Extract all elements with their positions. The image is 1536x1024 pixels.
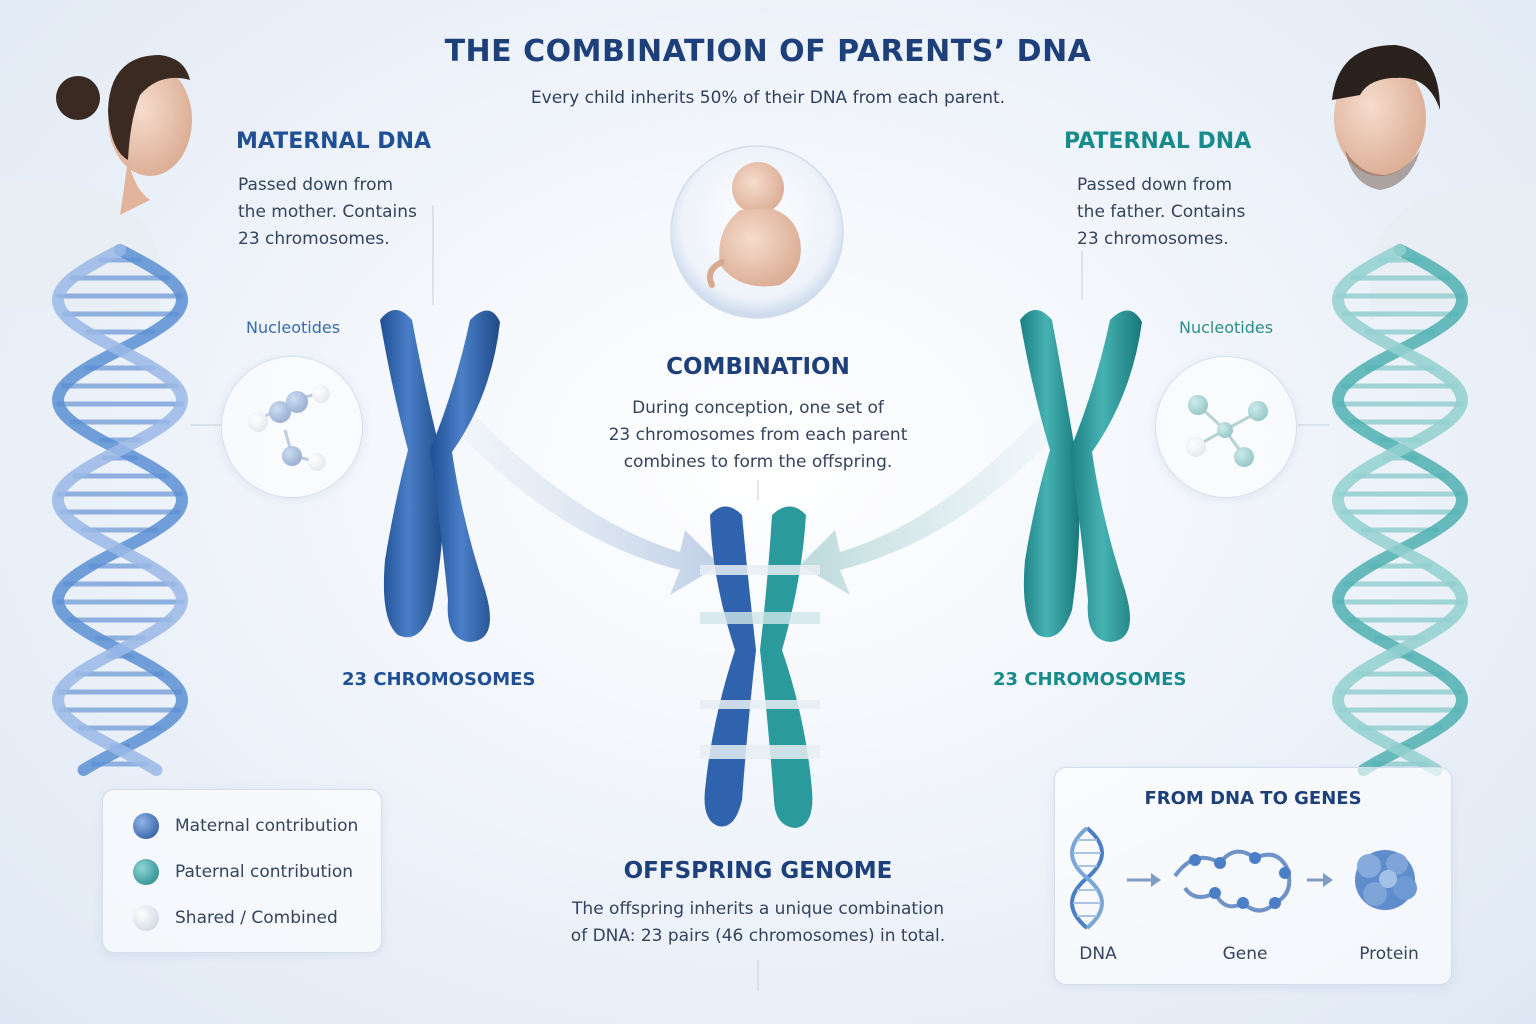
offspring-heading: OFFSPRING GENOME — [623, 858, 893, 884]
legend-label: Maternal contribution — [175, 816, 359, 836]
paternal-description: Passed down from the father. Contains 23… — [1077, 172, 1297, 253]
page-subtitle: Every child inherits 50% of their DNA fr… — [530, 88, 1006, 108]
genes-step-gene: Gene — [1222, 944, 1268, 964]
helix-strand — [52, 244, 188, 776]
paternal-heading: PATERNAL DNA — [1064, 129, 1252, 154]
arrow-right-icon — [1127, 873, 1161, 887]
maternal-chromosome — [380, 310, 500, 642]
combination-description: During conception, one set of 23 chromos… — [558, 395, 958, 476]
combination-description-line: 23 chromosomes from each parent — [608, 425, 908, 445]
page-title: THE COMBINATION OF PARENTS’ DNA — [444, 34, 1092, 69]
dna-to-genes-panel: FROM DNA TO GENES — [1054, 767, 1452, 985]
maternal-description: Passed down from the mother. Contains 23… — [238, 172, 458, 253]
maternal-nucleotides-circle — [221, 356, 363, 498]
legend-item-shared: Shared / Combined — [133, 905, 338, 931]
offspring-description-line: The offspring inherits a unique combinat… — [572, 899, 944, 919]
paternal-description-line: the father. Contains — [1077, 202, 1246, 222]
paternal-nucleotides-circle — [1155, 356, 1297, 498]
legend-label: Shared / Combined — [175, 908, 338, 928]
paternal-dna-helix — [1332, 244, 1468, 776]
combination-description-line: During conception, one set of — [632, 398, 884, 418]
paternal-chromosome-count: 23 CHROMOSOMES — [993, 669, 1187, 690]
gene-chain-icon — [1173, 849, 1292, 913]
genes-step-protein: Protein — [1359, 944, 1419, 964]
maternal-nucleotides-label: Nucleotides — [246, 318, 341, 337]
father-figure — [1332, 45, 1536, 320]
maternal-description-line: Passed down from — [238, 175, 394, 195]
helix-strand — [1332, 244, 1468, 776]
embryo-bubble — [670, 145, 844, 319]
helix-strand — [52, 244, 188, 776]
genes-step-dna: DNA — [1079, 944, 1117, 964]
offspring-chromosome — [700, 506, 820, 828]
protein-icon — [1355, 850, 1417, 910]
arrow-right-icon — [1307, 873, 1333, 887]
maternal-heading: MATERNAL DNA — [236, 129, 432, 154]
paternal-chromosome — [1020, 310, 1142, 642]
mother-figure — [0, 55, 192, 320]
combination-heading: COMBINATION — [666, 354, 850, 380]
paternal-nucleotides-label: Nucleotides — [1179, 318, 1274, 337]
legend-label: Paternal contribution — [175, 862, 354, 882]
maternal-flow-arrow — [455, 410, 720, 595]
legend-panel: Maternal contribution Paternal contribut… — [102, 789, 382, 953]
paternal-description-line: 23 chromosomes. — [1077, 229, 1229, 249]
shared-dot-icon — [133, 905, 159, 931]
paternal-dot-icon — [133, 859, 159, 885]
paternal-flow-arrow — [800, 410, 1060, 595]
genes-flow-artwork — [1070, 826, 1417, 930]
offspring-description-line: of DNA: 23 pairs (46 chromosomes) in tot… — [570, 926, 946, 946]
helix-strand — [1332, 244, 1468, 776]
offspring-description: The offspring inherits a unique combinat… — [508, 896, 1008, 950]
genes-panel-title: FROM DNA TO GENES — [1144, 788, 1362, 809]
dna-small-icon — [1070, 826, 1104, 930]
legend-item-paternal: Paternal contribution — [133, 859, 353, 885]
maternal-chromosome-count: 23 CHROMOSOMES — [342, 669, 536, 690]
maternal-description-line: the mother. Contains — [238, 202, 417, 222]
maternal-dot-icon — [133, 813, 159, 839]
maternal-dna-helix — [52, 244, 188, 776]
paternal-description-line: Passed down from — [1077, 175, 1233, 195]
legend-item-maternal: Maternal contribution — [133, 813, 358, 839]
maternal-description-line: 23 chromosomes. — [238, 229, 390, 249]
combination-description-line: combines to form the offspring. — [623, 452, 893, 472]
